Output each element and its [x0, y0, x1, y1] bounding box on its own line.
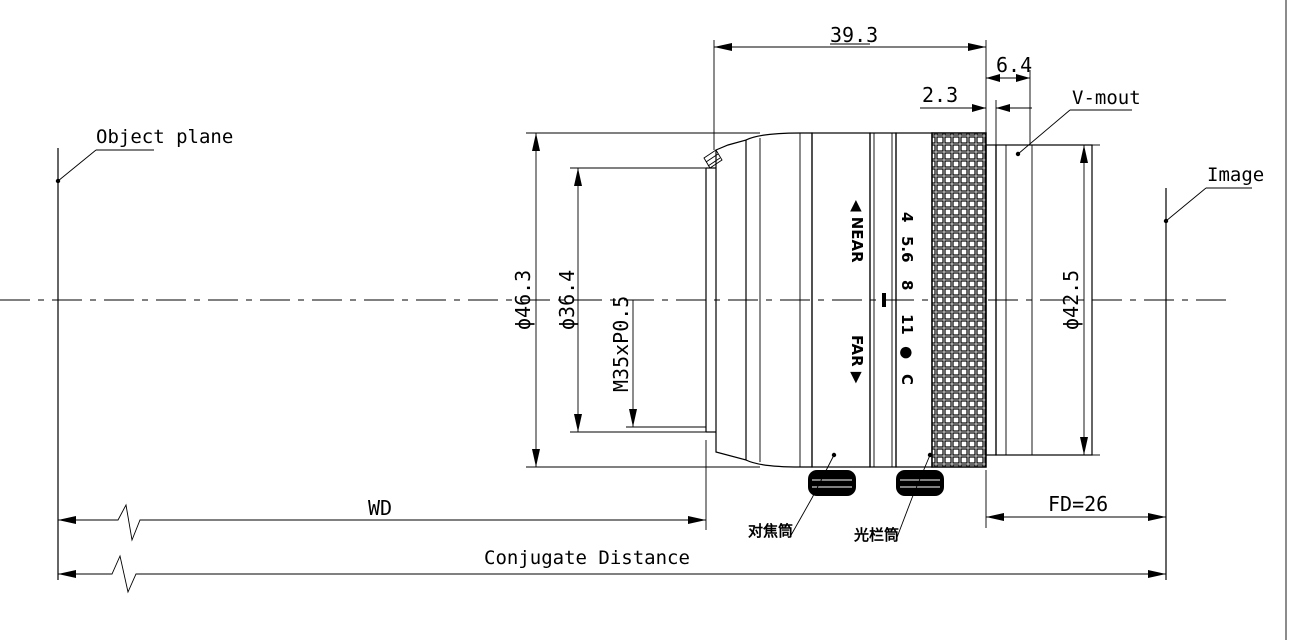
front-diameter-value: ϕ36.4	[555, 270, 579, 330]
iris-ring-label: 光栏筒	[853, 526, 899, 544]
iris-lock-screw	[895, 452, 944, 541]
dim-front-diameter: ϕ36.4	[555, 167, 706, 433]
object-plane: Object plane	[55, 126, 233, 580]
image-plane: Image	[1163, 164, 1264, 580]
knurled-grip	[931, 132, 987, 468]
object-plane-label: Object plane	[96, 126, 233, 148]
focus-lock-screw	[789, 452, 856, 538]
dim-overall-length: 39.3	[713, 23, 987, 150]
dim-working-distance: WD	[58, 440, 707, 542]
f-stop-dot: ●	[898, 346, 916, 359]
overall-length-value: 39.3	[830, 23, 878, 47]
rear-diameter-value: ϕ42.5	[1059, 270, 1083, 330]
far-marking: FAR ▶	[848, 335, 866, 384]
image-label: Image	[1207, 164, 1264, 186]
fd-label: FD=26	[1048, 492, 1108, 516]
f-stop-5-6: 5.6	[898, 236, 916, 263]
dim-filter-thread: M35xP0.5	[609, 296, 706, 428]
lens-body	[703, 132, 1093, 468]
dim-rear-diameter: ϕ42.5	[1059, 144, 1100, 456]
conjugate-distance-label: Conjugate Distance	[484, 547, 690, 569]
filter-thread-value: M35xP0.5	[609, 296, 633, 392]
dim-mount-length: 6.4	[986, 53, 1032, 145]
outer-diameter-value: ϕ46.3	[511, 270, 535, 330]
dim-flange-distance: FD=26	[985, 470, 1166, 528]
f-stop-c: C	[898, 374, 916, 385]
f-stop-4: 4	[898, 212, 916, 222]
mount-label: V-mout	[1072, 87, 1141, 109]
focus-ring-label: 对焦筒	[748, 522, 793, 540]
offset-value: 2.3	[922, 83, 958, 107]
near-marking: ◀ NEAR	[848, 200, 866, 263]
f-stop-11: 11	[898, 314, 916, 335]
mount-callout: V-mout	[1017, 87, 1141, 155]
dim-outer-diameter: ϕ46.3	[511, 132, 760, 468]
f-stop-8: 8	[898, 280, 916, 290]
lens-markings: ◀ NEAR FAR ▶ 4 5.6 8 11 ● C	[848, 200, 916, 385]
wd-label: WD	[368, 496, 392, 520]
mount-length-value: 6.4	[996, 53, 1032, 77]
dim-conjugate-distance: Conjugate Distance	[58, 547, 1166, 594]
dim-offset: 2.3	[920, 83, 1032, 145]
